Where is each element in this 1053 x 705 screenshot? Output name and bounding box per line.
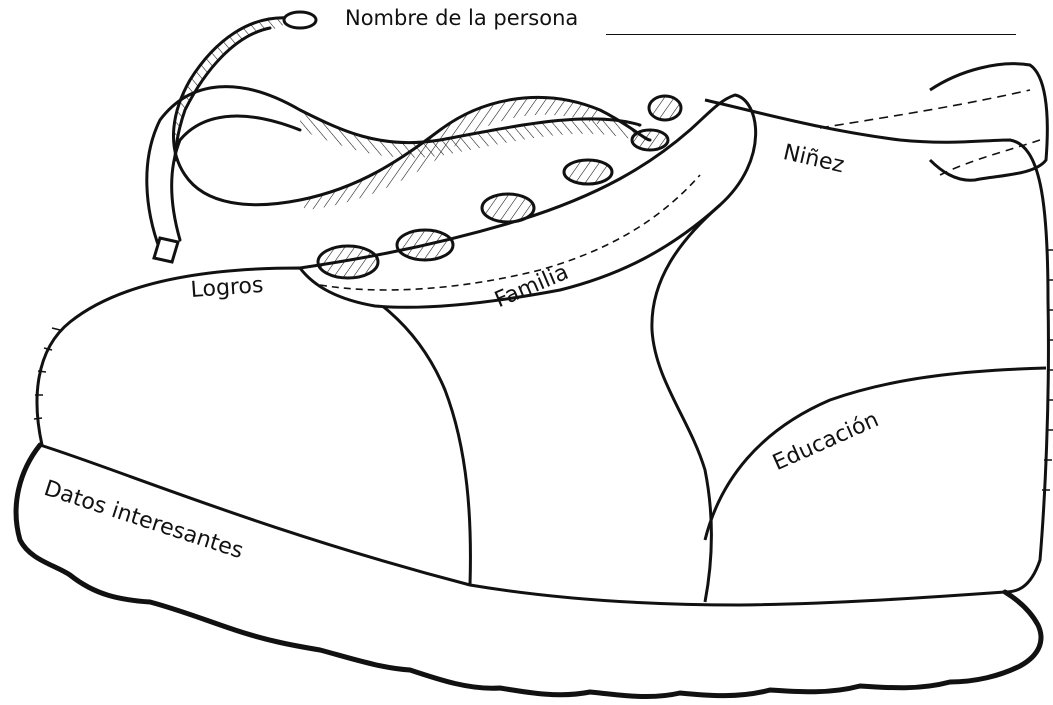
side-seam — [652, 205, 720, 602]
person-name-label: Nombre de la persona — [345, 8, 578, 29]
aglet — [284, 12, 316, 28]
section-label-logros: Logros — [190, 275, 264, 302]
quarter-panel — [705, 100, 1048, 592]
aglet — [154, 238, 178, 262]
toe-cap — [37, 268, 470, 585]
outsole — [16, 445, 1041, 697]
education-seam — [705, 368, 1046, 540]
person-name-input-line[interactable] — [606, 34, 1016, 35]
